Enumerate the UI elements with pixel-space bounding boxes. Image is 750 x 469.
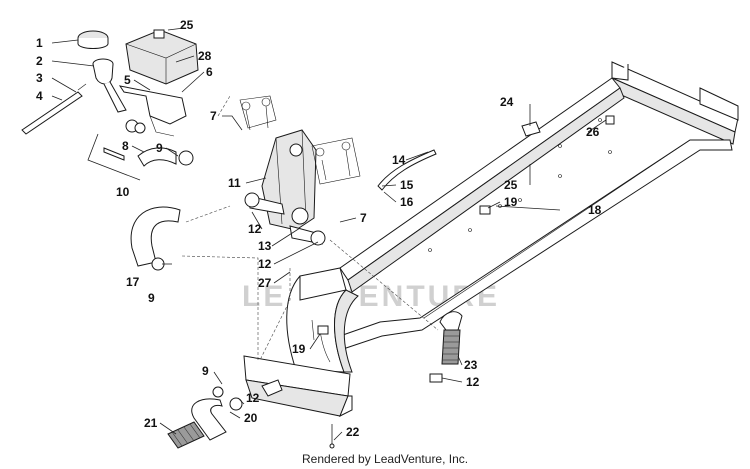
callout-5: 5 (124, 73, 131, 87)
radiator-hose-lower (167, 386, 243, 449)
radiator-cap (77, 30, 109, 49)
callout-27: 27 (258, 276, 272, 290)
thermostat-housing (244, 129, 326, 246)
callout-12c: 12 (246, 391, 260, 405)
callout-12d: 12 (466, 375, 480, 389)
callout-7b: 7 (360, 211, 367, 225)
callout-11: 11 (228, 176, 241, 190)
credit-line: Rendered by LeadVenture, Inc. (302, 452, 468, 466)
coolant-bottle (125, 29, 199, 85)
callout-20: 20 (244, 411, 258, 425)
callout-3: 3 (36, 71, 43, 85)
callout-13: 13 (258, 239, 272, 253)
callout-26: 26 (586, 125, 600, 139)
temp-sensors (239, 95, 361, 185)
vent-hose (21, 91, 83, 135)
clip (317, 325, 329, 335)
callout-9c: 9 (202, 364, 209, 378)
radiator-hose-upper (130, 206, 181, 267)
coolant-hose-small (137, 147, 177, 167)
callout-10: 10 (116, 185, 130, 199)
hose-clamp (178, 150, 194, 166)
callout-25a: 25 (180, 18, 194, 32)
clip (479, 205, 491, 215)
leader-lines (51, 27, 607, 441)
callout-9b: 9 (148, 291, 155, 305)
callout-28: 28 (198, 49, 212, 63)
callout-labels: 1 2 3 4 5 6 7 7 8 9 9 9 10 11 12 12 12 1… (36, 18, 602, 439)
callout-24: 24 (500, 95, 514, 109)
corrugated-hose (429, 311, 463, 383)
callout-9a: 9 (156, 141, 163, 155)
callout-21: 21 (144, 416, 158, 430)
callout-19b: 19 (292, 342, 306, 356)
callout-22: 22 (346, 425, 360, 439)
callout-23: 23 (464, 358, 478, 372)
overflow-hose (377, 149, 437, 191)
callout-1: 1 (36, 36, 43, 50)
callout-19a: 19 (504, 195, 518, 209)
callout-15: 15 (400, 178, 414, 192)
callout-8: 8 (122, 139, 129, 153)
callout-6: 6 (206, 65, 213, 79)
callout-25b: 25 (504, 178, 518, 192)
callout-7a: 7 (210, 109, 217, 123)
callout-17: 17 (126, 275, 140, 289)
callout-14: 14 (392, 153, 406, 167)
callout-12a: 12 (248, 222, 262, 236)
frame-rail (286, 61, 739, 373)
callout-2: 2 (36, 54, 43, 68)
callout-16: 16 (400, 195, 414, 209)
filler-bracket (118, 85, 187, 137)
callout-18: 18 (588, 203, 602, 217)
callout-4: 4 (36, 89, 43, 103)
callout-12b: 12 (258, 257, 272, 271)
